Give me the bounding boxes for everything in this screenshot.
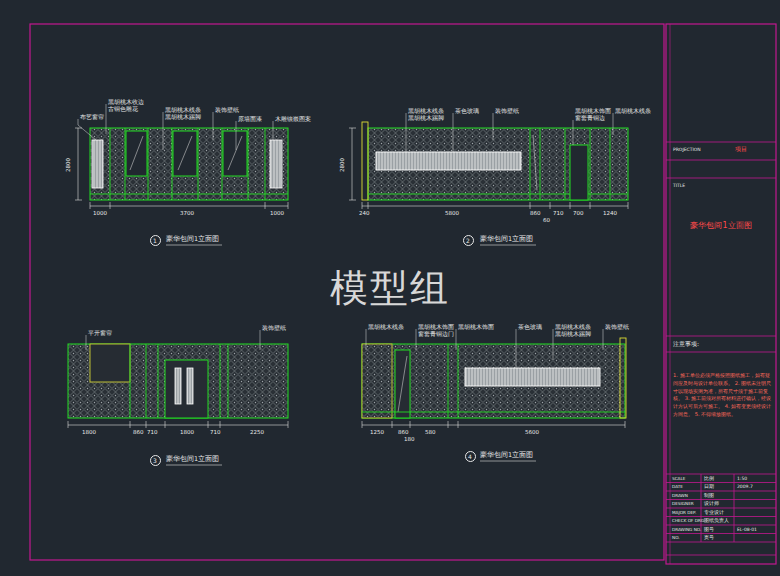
annotation-label: 710	[147, 430, 158, 436]
annotation-label: 平开窗帘	[88, 331, 112, 337]
annotation-label: 2250	[250, 430, 264, 436]
annotation-label: 豪华包间1立面图	[480, 236, 533, 243]
callout-number: 4	[465, 451, 476, 462]
annotation-label: 专业设计	[704, 511, 724, 516]
sheet-title: 豪华包间1立面图	[690, 222, 751, 230]
annotation-label: 豪华包间1立面图	[166, 236, 219, 243]
annotation-label: 黑胡桃木收边	[108, 100, 144, 106]
annotation-label: 3700	[180, 211, 194, 217]
annotation-label: DATE	[672, 485, 683, 489]
annotation-label: 图号	[704, 528, 714, 533]
annotation-label: 1250	[370, 430, 384, 436]
annotation-label: 700	[573, 211, 584, 217]
annotation-label: CHECK OF DRG.	[672, 519, 705, 523]
annotation-label: 860	[530, 211, 541, 217]
annotation-label: 860	[133, 430, 144, 436]
annotation-label: 豪华包间1立面图	[480, 452, 533, 459]
dimension-text: 2800	[340, 158, 346, 172]
annotation-label: 1000	[270, 211, 284, 217]
watermark: 模型组	[330, 269, 450, 307]
annotation-label: 图纸负责人	[704, 519, 729, 524]
annotation-label: 黑胡桃木踢脚	[408, 116, 444, 122]
annotation-label: 710	[210, 430, 221, 436]
annotation-label: 580	[425, 430, 436, 436]
annotation-label: PROJECTION	[673, 148, 701, 153]
annotation-label: 2009.7	[737, 485, 753, 490]
annotation-label: 黑胡桃木踢脚	[555, 332, 591, 338]
annotation-label: 5800	[445, 211, 459, 217]
annotation-label: 710	[553, 211, 564, 217]
annotation-label: 日期	[704, 485, 714, 490]
dimension-text: 2800	[66, 158, 72, 172]
annotation-label: 古铜色雕花	[108, 107, 138, 113]
annotation-label: 项目	[735, 147, 747, 153]
annotation-label: DRAWN	[672, 494, 688, 498]
annotation-label: EL-08-01	[737, 528, 757, 533]
annotation-label: 茶色玻璃	[518, 325, 542, 331]
annotation-label: DRAWING NO.	[672, 528, 701, 532]
annotation-label: 860	[398, 430, 409, 436]
annotation-label: 黑胡桃木线条	[165, 108, 201, 114]
annotation-label: 180	[404, 437, 415, 443]
annotation-label: 1000	[93, 211, 107, 217]
annotation-label: 1800	[180, 430, 194, 436]
callout-number: 3	[150, 455, 161, 466]
annotation-label: 布艺窗帘	[80, 115, 104, 121]
annotation-label: MAJOR DEP.	[672, 511, 696, 515]
annotation-label: 黑胡桃木饰面	[575, 109, 611, 115]
annotation-label: 黑胡桃木线条	[368, 325, 404, 331]
annotation-label: 5600	[525, 430, 539, 436]
annotation-label: 1800	[82, 430, 96, 436]
annotation-label: 60	[543, 218, 550, 224]
annotation-label: 装饰壁纸	[605, 325, 629, 331]
annotation-label: 黑胡桃木饰面	[458, 325, 494, 331]
annotation-label: 比例	[704, 477, 714, 482]
annotation-label: SCALE	[672, 477, 685, 481]
annotation-label: 注意事项:	[673, 341, 699, 347]
annotation-label: 茶色玻璃	[455, 109, 479, 115]
annotation-label: 黑胡桃木踢脚	[165, 115, 201, 121]
annotation-label: 设计师	[704, 502, 719, 507]
annotation-label: 1240	[603, 211, 617, 217]
annotation-label: TITLE	[673, 184, 685, 189]
annotation-label: 黑胡桃木线条	[615, 109, 651, 115]
notes-text: 1. 施工单位必须严格按照图纸施工，如有疑问应及时与设计单位联系。 2. 图纸未…	[673, 372, 773, 419]
annotation-label: 黑胡桃木饰面	[418, 325, 454, 331]
annotation-label: 原墙面漆	[238, 117, 262, 123]
annotation-label: 装饰壁纸	[215, 108, 239, 114]
annotation-label: 240	[359, 211, 370, 217]
annotation-label: 木雕镶嵌图案	[275, 117, 311, 123]
callout-number: 1	[150, 235, 161, 246]
annotation-label: 黑胡桃木线条	[555, 325, 591, 331]
annotation-label: 豪华包间1立面图	[166, 456, 219, 463]
annotation-label: 1:50	[737, 477, 747, 482]
annotation-label: 黑胡桃木线条	[408, 109, 444, 115]
annotation-label: 制图	[704, 494, 714, 499]
annotation-label: 装饰壁纸	[262, 326, 286, 332]
callout-number: 2	[463, 235, 474, 246]
annotation-label: DESIGNER	[672, 502, 694, 506]
annotation-label: 窗套青铜边门	[418, 332, 454, 338]
annotation-label: 装饰壁纸	[495, 109, 519, 115]
annotation-label: 窗套青铜边	[575, 116, 605, 122]
annotation-label: NO.	[672, 536, 680, 540]
annotation-label: 页号	[704, 536, 714, 541]
